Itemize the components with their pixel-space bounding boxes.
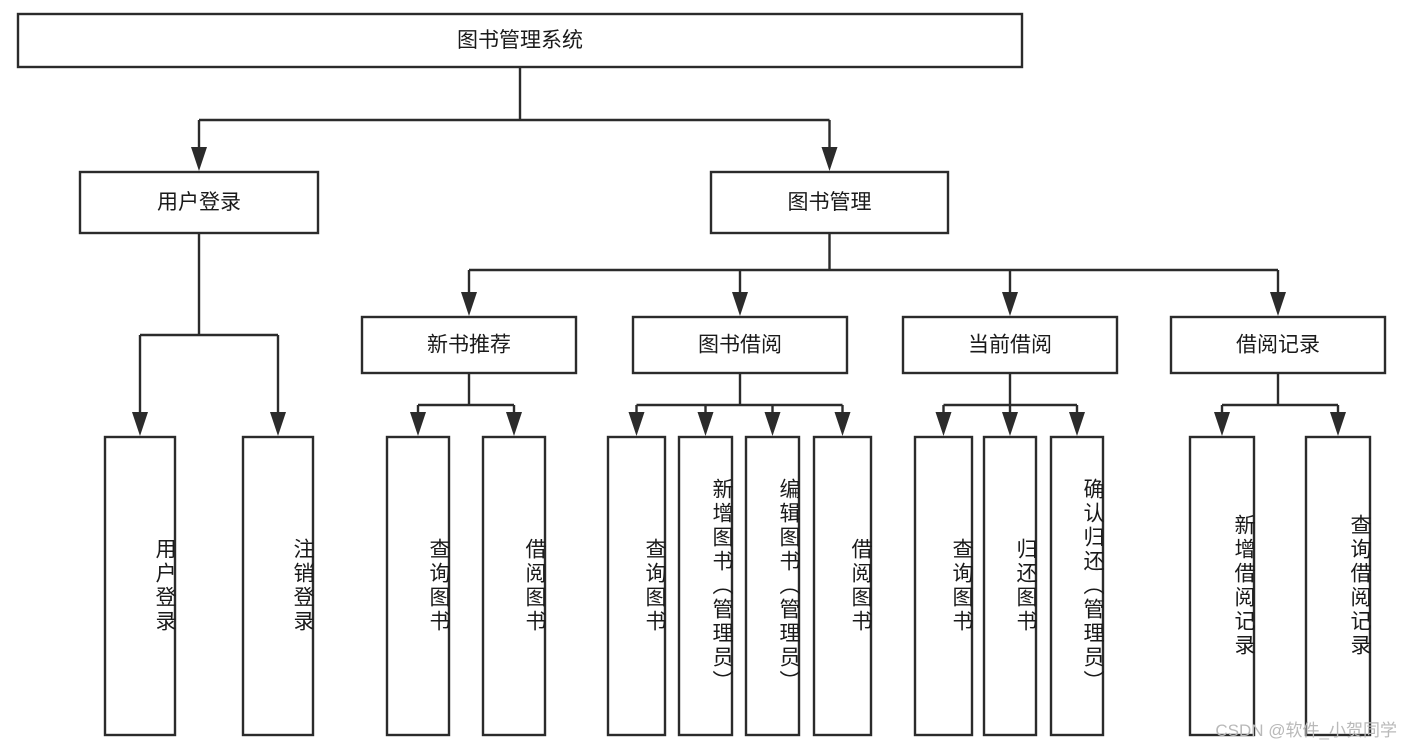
- watermark: CSDN @软件_小贺同学: [1215, 721, 1397, 740]
- edge-arrowhead: [1002, 292, 1018, 316]
- node-label-n-book-mgmt: 图书管理: [788, 191, 872, 214]
- node-box-l-add-book[interactable]: [677, 435, 734, 737]
- node-label-n-user-login: 用户登录: [157, 191, 241, 214]
- edge-arrowhead: [132, 412, 148, 436]
- node-label-n-borrow-record: 借阅记录: [1236, 334, 1320, 357]
- node-label-root: 图书管理系统: [457, 29, 583, 52]
- edge-arrowhead: [764, 412, 781, 436]
- boxes-layer: [16, 12, 1387, 737]
- edge-arrowhead: [1069, 412, 1085, 436]
- node-box-n-new-book-rec[interactable]: [360, 315, 578, 375]
- node-box-n-current-borrow[interactable]: [901, 315, 1119, 375]
- edge-arrowhead: [697, 412, 714, 436]
- node-box-l-return-book[interactable]: [982, 435, 1038, 737]
- node-box-n-book-mgmt[interactable]: [709, 170, 950, 235]
- node-box-l-logout[interactable]: [241, 435, 315, 737]
- node-box-n-book-borrow[interactable]: [631, 315, 849, 375]
- edge-arrowhead: [191, 147, 207, 171]
- edge-arrowhead: [1002, 412, 1018, 436]
- edge-arrowhead: [821, 147, 838, 171]
- node-box-l-query-book-3[interactable]: [913, 435, 974, 737]
- node-box-l-query-book-2[interactable]: [606, 435, 667, 737]
- edge-arrowhead: [1214, 412, 1230, 436]
- edge-arrowhead: [461, 292, 477, 316]
- node-box-n-user-login[interactable]: [78, 170, 320, 235]
- node-box-l-query-record[interactable]: [1304, 435, 1372, 737]
- node-box-n-borrow-record[interactable]: [1169, 315, 1387, 375]
- node-box-l-borrow-book-2[interactable]: [812, 435, 873, 737]
- node-box-l-edit-book[interactable]: [744, 435, 801, 737]
- edge-arrowhead: [935, 412, 952, 436]
- node-box-l-confirm-return[interactable]: [1049, 435, 1105, 737]
- edge-arrowhead: [270, 412, 286, 436]
- edge-arrowhead: [1330, 412, 1346, 436]
- node-box-l-query-book-1[interactable]: [385, 435, 451, 737]
- node-label-n-book-borrow: 图书借阅: [698, 334, 782, 357]
- node-label-n-new-book-rec: 新书推荐: [427, 334, 511, 357]
- node-box-l-borrow-book-1[interactable]: [481, 435, 547, 737]
- edges-layer: [132, 67, 1346, 436]
- edge-arrowhead: [628, 412, 645, 436]
- node-box-l-user-login[interactable]: [103, 435, 177, 737]
- node-box-root[interactable]: [16, 12, 1024, 69]
- edge-arrowhead: [732, 292, 748, 316]
- edge-arrowhead: [834, 412, 851, 436]
- node-label-n-current-borrow: 当前借阅: [968, 334, 1052, 357]
- edge-arrowhead: [1270, 292, 1286, 316]
- edge-arrowhead: [506, 412, 522, 436]
- node-box-l-add-record[interactable]: [1188, 435, 1256, 737]
- edge-arrowhead: [410, 412, 426, 436]
